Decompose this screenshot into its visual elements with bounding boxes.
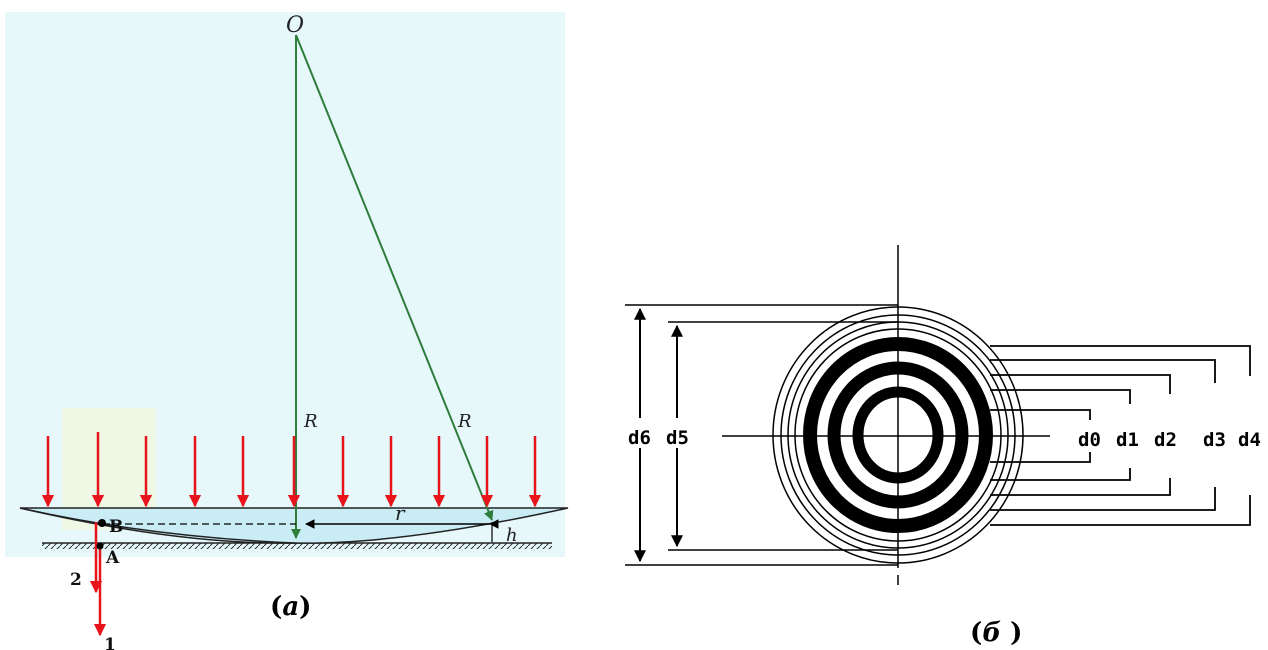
bracket-d4: [990, 345, 1251, 376]
ray-1-label: 1: [104, 635, 116, 650]
bracket-d1-bottom: [990, 468, 1131, 481]
label-d4: d4: [1238, 429, 1261, 451]
radius-label-right: R: [457, 411, 472, 432]
bracket-d2-bottom: [990, 478, 1171, 496]
radius-line-slanted: [295, 34, 494, 521]
caption-b: (б ): [970, 618, 1022, 648]
glass-plate: [42, 543, 552, 549]
caption-a: (a): [270, 592, 311, 622]
ray-2-label: 2: [70, 570, 82, 590]
right-brackets: [990, 345, 1251, 526]
diagram-a: O R R r h B A 2 1 (a): [5, 12, 569, 650]
point-a-dot: [96, 542, 104, 550]
center-label: O: [286, 13, 304, 38]
bracket-d0-bottom: [990, 452, 1091, 463]
label-d5: d5: [666, 427, 689, 449]
label-d1: d1: [1116, 429, 1139, 451]
h-label: h: [506, 525, 518, 546]
label-d3: d3: [1203, 429, 1226, 451]
radius-label-left: R: [303, 411, 318, 432]
diagram-b: d6 d5 d0 d1 d2 d3 d4 (б ): [625, 245, 1261, 648]
point-a-label: A: [105, 548, 120, 568]
bracket-d4-bottom: [990, 495, 1251, 526]
label-d2: d2: [1154, 429, 1177, 451]
bracket-d2: [990, 374, 1171, 394]
lens-curve-left: [19, 507, 296, 544]
label-d0: d0: [1078, 429, 1101, 451]
r-label: r: [395, 501, 406, 525]
bracket-d1: [990, 389, 1131, 404]
point-b-label: B: [109, 517, 123, 537]
bracket-d0: [990, 409, 1091, 420]
bracket-d3-bottom: [990, 487, 1216, 511]
point-b-dot: [98, 519, 106, 527]
label-d6: d6: [628, 427, 651, 449]
bracket-d3: [990, 359, 1216, 383]
incident-rays: [41, 432, 542, 508]
